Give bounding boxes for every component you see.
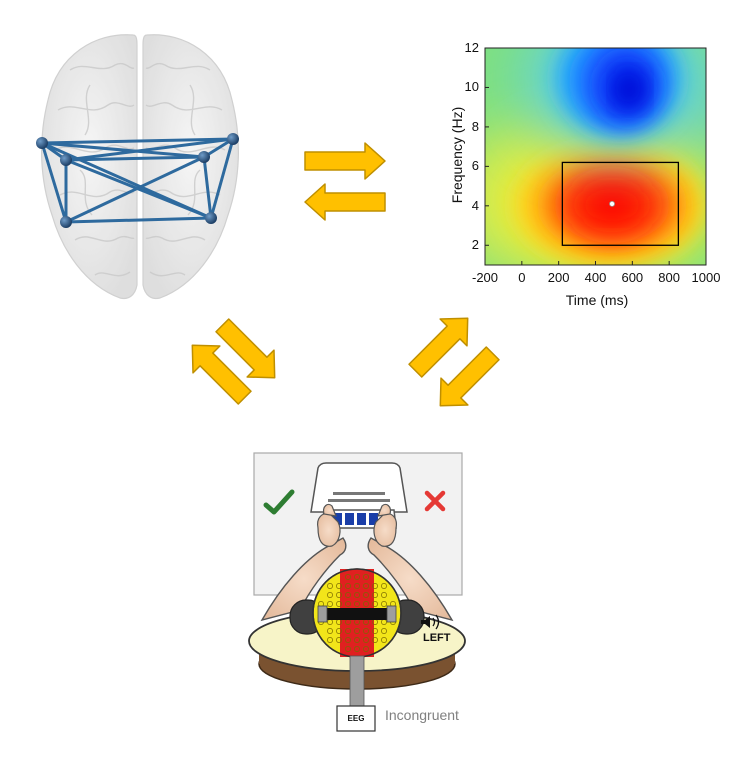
network-node xyxy=(60,216,72,228)
eeg-electrode xyxy=(345,646,351,652)
left-arm xyxy=(260,537,347,622)
eeg-electrode xyxy=(381,637,387,643)
brain-left-hemisphere xyxy=(41,34,138,300)
eeg-electrode xyxy=(381,592,387,598)
eeg-electrode xyxy=(345,637,351,643)
network-node xyxy=(36,137,48,149)
network-nodes xyxy=(36,133,239,228)
y-tick-label: 10 xyxy=(464,79,479,95)
eeg-electrode xyxy=(345,601,351,607)
eeg-box-label: EEG xyxy=(347,714,365,723)
network-node xyxy=(198,151,210,163)
eeg-electrode xyxy=(354,628,360,634)
condition-label: Incongruent xyxy=(385,707,459,723)
eeg-electrode xyxy=(345,574,351,580)
roi-box xyxy=(561,161,680,246)
time-frequency-heatmap xyxy=(484,47,707,266)
eeg-electrode xyxy=(345,628,351,634)
eeg-electrode xyxy=(345,592,351,598)
arrow-right-icon xyxy=(304,142,386,180)
right-arm xyxy=(367,537,454,622)
network-node xyxy=(227,133,239,145)
eeg-electrode xyxy=(327,592,333,598)
arrow-up-right-icon xyxy=(408,317,469,378)
cross-icon xyxy=(424,490,446,512)
eeg-electrode xyxy=(372,592,378,598)
brain-network-figure xyxy=(36,34,239,300)
eeg-electrode xyxy=(327,628,333,634)
x-tick-label: 800 xyxy=(658,270,680,285)
y-tick-label: 6 xyxy=(471,158,479,174)
eeg-electrode xyxy=(381,628,387,634)
network-node xyxy=(205,212,217,224)
y-tick-label: 2 xyxy=(471,237,479,253)
y-tick-label: 12 xyxy=(464,40,479,55)
eeg-electrode xyxy=(372,601,378,607)
eeg-electrode xyxy=(327,601,333,607)
eeg-electrode xyxy=(372,637,378,643)
x-tick-label: 600 xyxy=(621,270,644,285)
eeg-electrode xyxy=(354,583,360,589)
eeg-electrode xyxy=(381,583,387,589)
speaker-icon xyxy=(421,614,440,630)
brain-right-hemisphere xyxy=(142,34,239,300)
eeg-amplifier-box xyxy=(336,705,376,732)
heatmap-x-axis-title: Time (ms) xyxy=(565,292,629,308)
eeg-electrode xyxy=(354,601,360,607)
y-tick-label: 4 xyxy=(471,197,479,213)
eeg-electrode xyxy=(381,601,387,607)
eeg-electrode xyxy=(363,574,369,580)
task-scene xyxy=(248,452,466,732)
eeg-electrode xyxy=(336,601,342,607)
heatmap-y-axis-title: Frequency (Hz) xyxy=(449,106,465,204)
x-tick-label: 400 xyxy=(584,270,607,285)
peak-marker xyxy=(609,200,615,207)
eeg-cable xyxy=(349,655,365,707)
eeg-electrode xyxy=(372,628,378,634)
eeg-electrode xyxy=(363,592,369,598)
arrow-up-left-icon xyxy=(191,344,252,405)
eeg-electrode xyxy=(363,637,369,643)
eeg-electrode xyxy=(363,628,369,634)
x-tick-label: 0 xyxy=(518,270,526,285)
eeg-electrode xyxy=(354,637,360,643)
eeg-electrode xyxy=(363,646,369,652)
x-tick-label: 1000 xyxy=(691,270,721,285)
eeg-electrode xyxy=(327,637,333,643)
eeg-electrode xyxy=(354,592,360,598)
eeg-electrode xyxy=(354,646,360,652)
eeg-electrode xyxy=(336,628,342,634)
network-edges xyxy=(40,137,235,224)
heatmap-axis-ticks xyxy=(484,47,707,265)
right-hand xyxy=(373,503,397,547)
eeg-electrode xyxy=(363,601,369,607)
eeg-electrode xyxy=(363,583,369,589)
left-hand xyxy=(317,503,341,547)
eeg-electrode xyxy=(345,583,351,589)
arrow-down-right-icon xyxy=(215,318,276,379)
exchange-arrows xyxy=(191,142,500,407)
audio-cue-label: LEFT xyxy=(423,632,451,644)
arrow-down-left-icon xyxy=(439,346,500,407)
eeg-electrode xyxy=(327,583,333,589)
eeg-electrode xyxy=(354,574,360,580)
eeg-electrode xyxy=(336,583,342,589)
y-tick-label: 8 xyxy=(471,118,479,134)
eeg-electrode xyxy=(336,592,342,598)
x-tick-label: 200 xyxy=(547,270,570,285)
x-tick-label: -200 xyxy=(471,270,499,285)
check-icon xyxy=(263,489,295,515)
headphones-band xyxy=(318,608,396,620)
eeg-electrode xyxy=(372,583,378,589)
arrow-left-icon xyxy=(304,183,386,221)
eeg-electrode xyxy=(336,637,342,643)
network-node xyxy=(60,154,72,166)
